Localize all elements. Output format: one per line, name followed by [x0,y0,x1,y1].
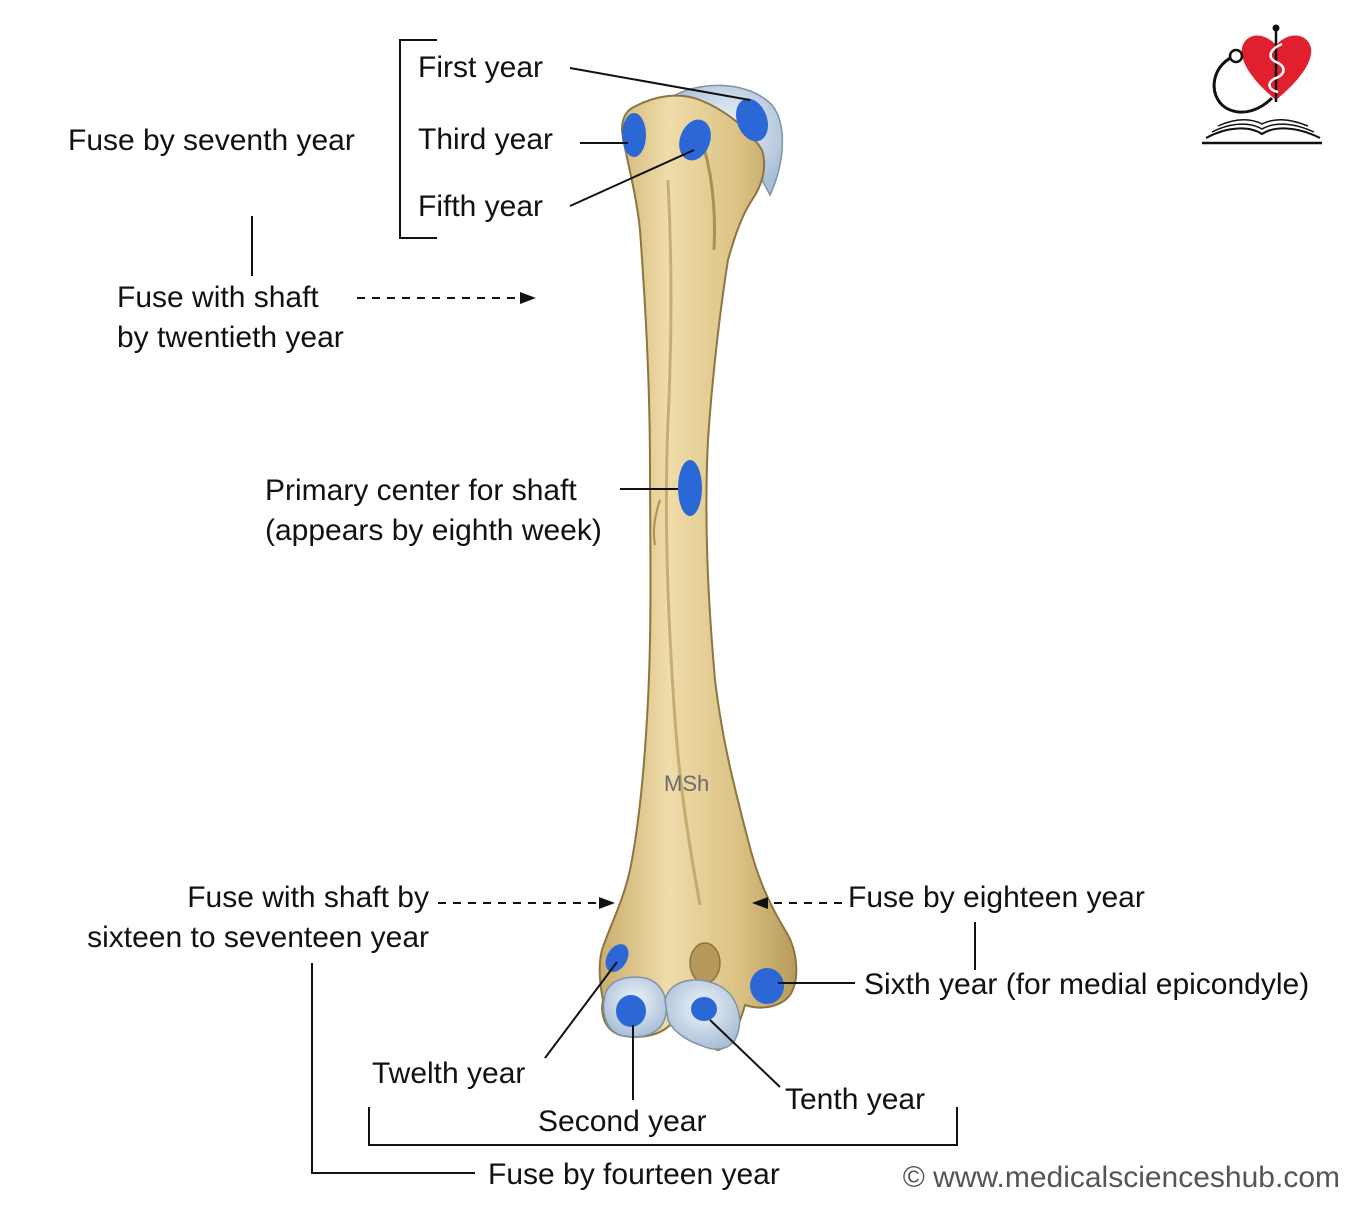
label-primary-center-line2: (appears by eighth week) [265,514,602,547]
label-fuse-shaft-sixteen-line1: Fuse with shaft by [187,881,429,914]
leader-lines [251,39,976,1174]
label-first-year: First year [418,51,543,84]
label-fuse-eighteen: Fuse by eighteen year [848,881,1145,914]
watermark-msh: MSh [664,771,709,796]
copyright-text: © www.medicalscienceshub.com [903,1161,1340,1194]
label-sixth-year: Sixth year (for medial epicondyle) [864,968,1309,1001]
label-second-year: Second year [538,1105,706,1138]
center-trochlea [691,997,717,1021]
label-fuse-shaft-twentieth-line1: Fuse with shaft [117,281,319,314]
shaft-ridge [664,179,702,906]
label-fuse-seventh: Fuse by seventh year [68,124,355,157]
label-primary-center-line1: Primary center for shaft [265,474,577,507]
labels: Fuse by seventh year First year Third ye… [68,51,1340,1194]
center-shaft-primary [678,460,702,516]
label-fuse-fourteen: Fuse by fourteen year [488,1158,780,1191]
label-fifth-year: Fifth year [418,190,543,223]
stethoscope-heart-book-icon [1202,24,1322,145]
label-third-year: Third year [418,123,553,156]
center-medial-epicondyle [750,968,784,1004]
label-fuse-shaft-sixteen-line2: sixteen to seventeen year [87,921,429,954]
coronoid-fossa [689,942,721,984]
center-greater-tubercle [622,113,646,157]
center-lesser-tubercle [679,119,711,161]
center-head [736,98,768,142]
label-twelth-year: Twelth year [372,1057,525,1090]
nutrient-line [652,499,661,546]
label-tenth-year: Tenth year [785,1083,925,1116]
ossification-centers [605,98,784,1027]
center-capitulum [616,995,646,1027]
label-fuse-shaft-twentieth-line2: by twentieth year [117,321,344,354]
center-lateral-epicondyle [605,944,629,972]
